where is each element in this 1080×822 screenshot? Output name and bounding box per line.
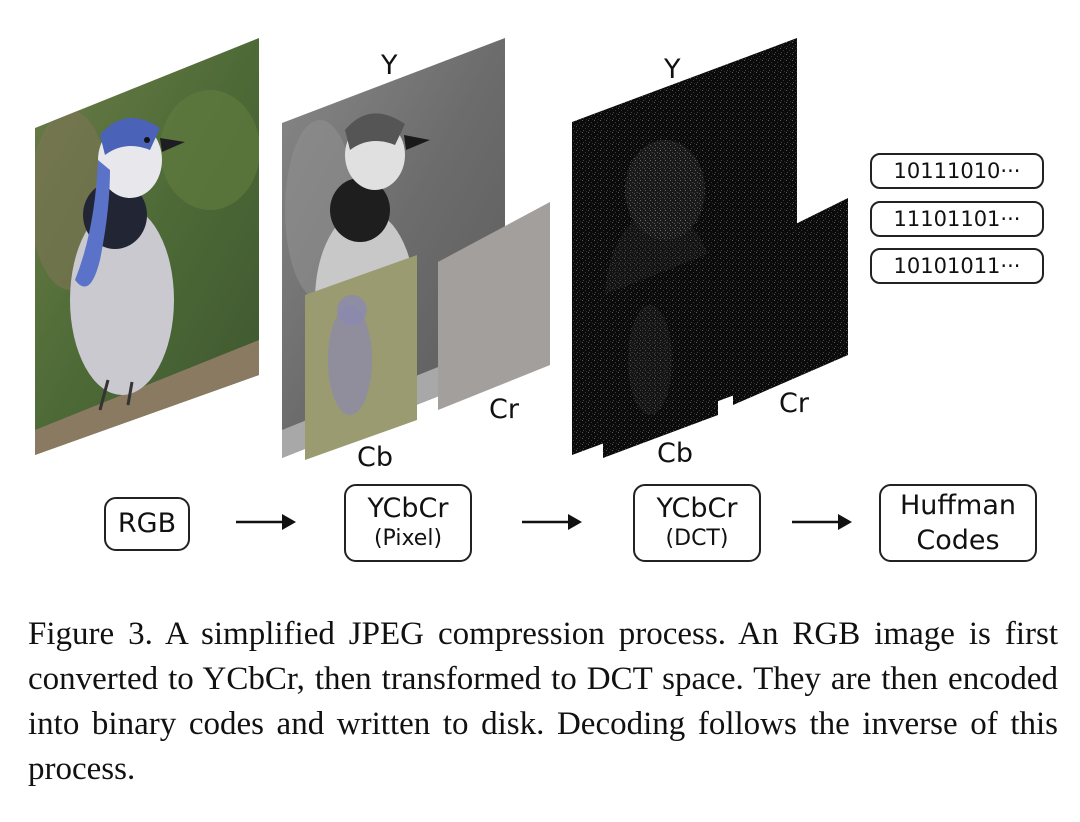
stage-huffman-line2: Codes [916, 525, 1000, 556]
pixel-y-label: Y [381, 50, 398, 81]
pixel-cb-label: Cb [357, 442, 393, 473]
stage-rgb-label: RGB [117, 507, 177, 539]
arrow-pixel-to-dct [522, 514, 582, 530]
rgb-image-plane [35, 38, 259, 455]
binary-code-1: 10111010··· [870, 153, 1044, 189]
stage-ycbcr-dct-line2: (DCT) [665, 525, 729, 551]
stage-huffman-line1: Huffman [900, 489, 1016, 521]
stage-ycbcr-pixel: YCbCr (Pixel) [344, 484, 472, 562]
binary-code-3: 10101011··· [870, 248, 1044, 284]
stage-ycbcr-dct-line1: YCbCr [656, 492, 738, 524]
arrow-rgb-to-pixel [236, 514, 296, 530]
cr-dct-plane [733, 198, 848, 405]
stage-ycbcr-pixel-line1: YCbCr [367, 492, 449, 524]
dct-y-label: Y [664, 54, 681, 85]
dct-cb-label: Cb [657, 438, 693, 469]
cb-pixel-plane [305, 255, 417, 460]
jpeg-pipeline-figure: Y Cr Cb Y Cr Cb 10111010··· 11101101··· … [35, 38, 1044, 562]
cr-pixel-plane [438, 202, 550, 410]
stage-huffman-codes: Huffman Codes [879, 484, 1037, 562]
arrow-dct-to-huffman [792, 514, 852, 530]
pipeline-illustration [35, 38, 852, 530]
stage-rgb: RGB [104, 497, 190, 551]
pixel-cr-label: Cr [489, 394, 519, 425]
binary-code-2: 11101101··· [870, 201, 1044, 237]
cb-dct-plane [603, 250, 718, 458]
dct-cr-label: Cr [779, 388, 809, 419]
figure-caption: Figure 3. A simplified JPEG compression … [28, 616, 1058, 787]
stage-ycbcr-pixel-line2: (Pixel) [373, 525, 443, 551]
stage-ycbcr-dct: YCbCr (DCT) [633, 484, 761, 562]
